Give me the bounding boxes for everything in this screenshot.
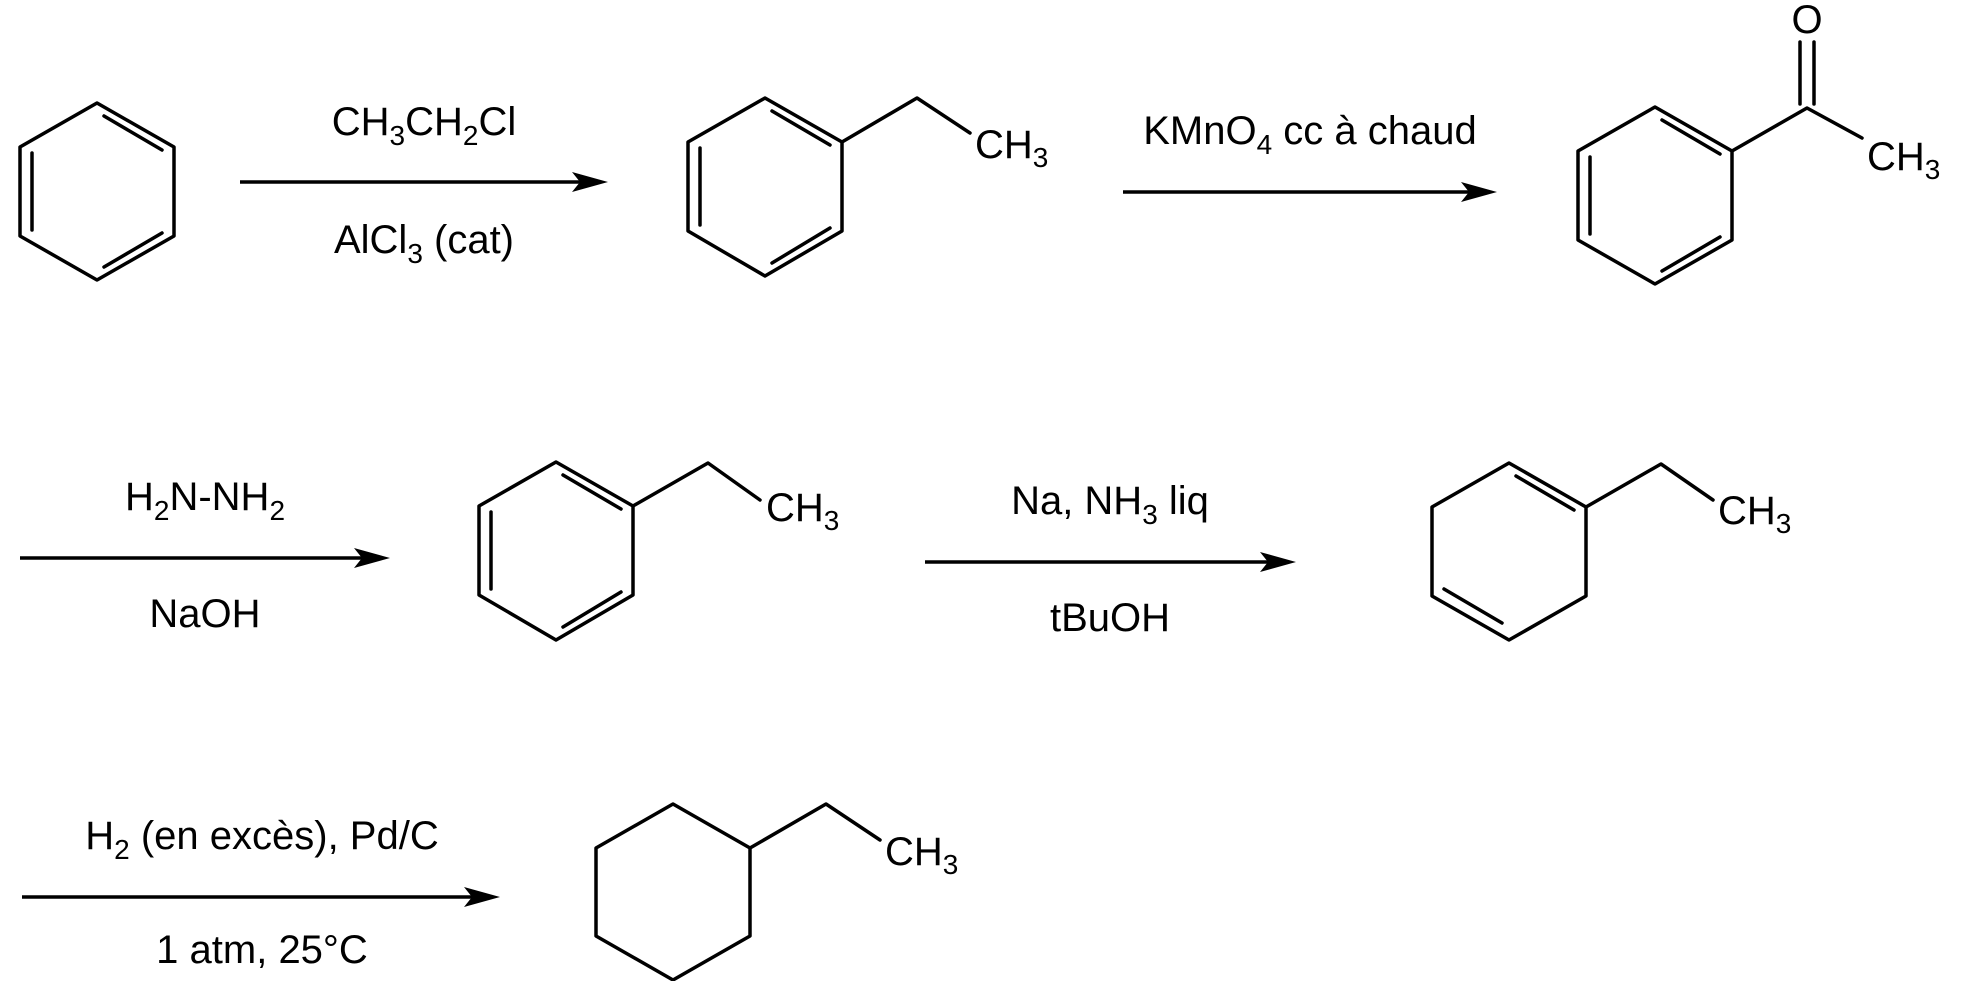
molecule-ethylcyclohexane [594,802,882,981]
acetophenone-ch3-label: CH3 [1867,135,1940,185]
molecule-ethylcyclohexadiene [1430,461,1715,642]
reaction-arrow-3 [20,548,390,568]
step-1-reagents-below: AlCl3 (cat) [334,218,514,269]
ethylcyclohexadiene-ch3-label: CH3 [1718,489,1791,539]
step-3-reagents-below: NaOH [149,592,260,636]
acetophenone-oxygen-label: O [1791,0,1822,42]
reaction-arrow-4 [925,552,1296,572]
step-4-reagents-above: Na, NH3 liq [1011,479,1209,530]
step-4-reagents-below: tBuOH [1050,596,1170,640]
step-3-reagents-above: H2N-NH2 [125,475,285,526]
molecule-ethylbenzene [686,96,972,278]
reaction-arrow-5 [22,887,500,907]
step-5-reagents-below: 1 atm, 25°C [156,928,368,972]
ethylbenzene-2-ch3-label: CH3 [766,486,839,536]
step-1-reagents-above: CH3CH2Cl [332,100,517,151]
reaction-arrow-2 [1123,182,1497,202]
molecule-ethylbenzene-2 [477,460,762,642]
reaction-arrow-1 [240,172,608,192]
ethylcyclohexane-ch3-label: CH3 [885,830,958,880]
ethylbenzene-ch3-label: CH3 [975,123,1048,173]
step-2-reagents-above: KMnO4 cc à chaud [1143,109,1477,160]
molecule-acetophenone [1576,40,1864,286]
molecule-benzene [18,101,176,282]
step-5-reagents-above: H2 (en excès), Pd/C [85,814,438,865]
